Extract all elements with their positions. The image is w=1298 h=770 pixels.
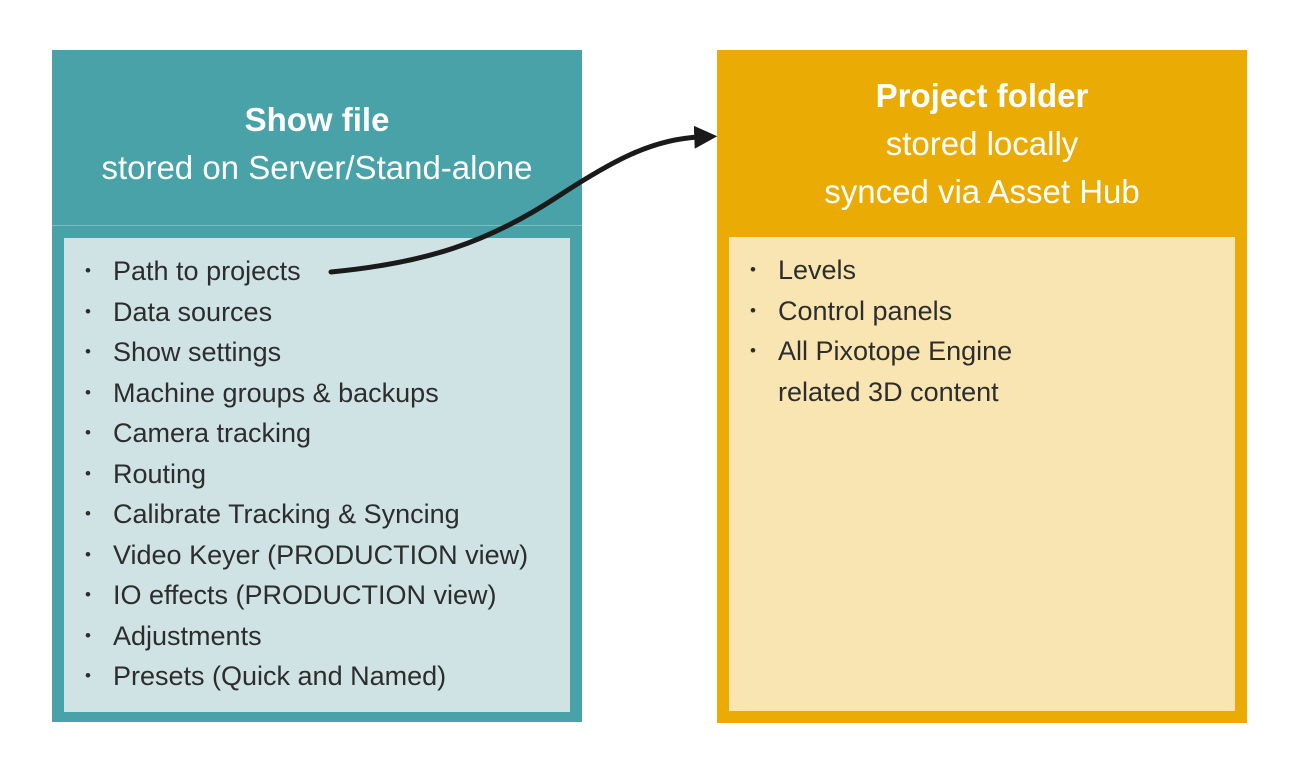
project-folder-subtitle-line2: synced via Asset Hub <box>824 172 1140 210</box>
show-file-list: Path to projectsData sourcesShow setting… <box>64 238 570 697</box>
show-file-panel: Path to projectsData sourcesShow setting… <box>64 238 570 712</box>
list-item: Machine groups & backups <box>64 373 552 414</box>
show-file-header: Show file stored on Server/Stand-alone <box>52 50 582 237</box>
show-file-title: Show file <box>244 100 390 138</box>
list-item: Levels <box>729 250 1217 291</box>
list-item: IO effects (PRODUCTION view) <box>64 575 552 616</box>
project-folder-box: Project folder stored locally synced via… <box>717 50 1247 723</box>
header-divider <box>52 225 582 226</box>
project-folder-header: Project folder stored locally synced via… <box>717 50 1247 237</box>
show-file-box: Show file stored on Server/Stand-alone P… <box>52 50 582 722</box>
list-item: Adjustments <box>64 616 552 657</box>
project-folder-title: Project folder <box>875 76 1089 114</box>
project-folder-list: LevelsControl panelsAll Pixotope Engine … <box>729 237 1235 412</box>
list-item: Presets (Quick and Named) <box>64 656 552 697</box>
list-item: All Pixotope Engine related 3D content <box>729 331 1217 412</box>
list-item: Show settings <box>64 332 552 373</box>
project-folder-panel: LevelsControl panelsAll Pixotope Engine … <box>729 237 1235 711</box>
list-item: Camera tracking <box>64 413 552 454</box>
list-item: Data sources <box>64 292 552 333</box>
project-folder-subtitle-line1: stored locally <box>885 124 1079 162</box>
show-file-subtitle: stored on Server/Stand-alone <box>101 148 533 186</box>
list-item: Control panels <box>729 291 1217 332</box>
list-item: Path to projects <box>64 251 552 292</box>
list-item: Video Keyer (PRODUCTION view) <box>64 535 552 576</box>
list-item: Routing <box>64 454 552 495</box>
list-item: Calibrate Tracking & Syncing <box>64 494 552 535</box>
